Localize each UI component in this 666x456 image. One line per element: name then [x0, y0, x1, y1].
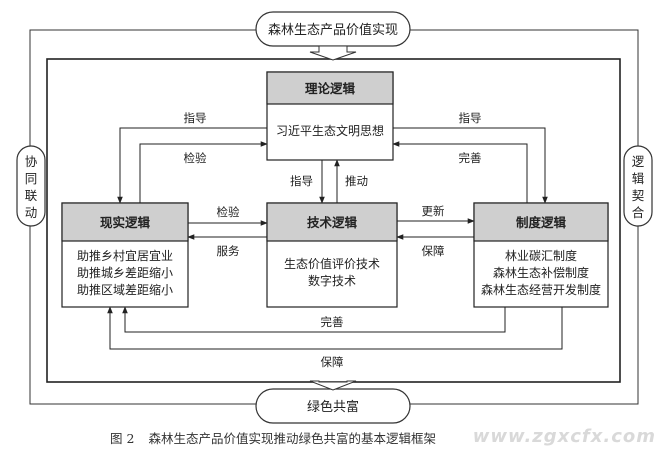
right-side-char-1: 逻 [632, 154, 645, 169]
edge-system-to-reality-bottom [122, 306, 506, 333]
tech-box-title: 技术逻辑 [307, 215, 358, 230]
figure-number: 图 2 [110, 431, 135, 446]
edge-theory-to-system [393, 127, 548, 204]
left-side-pill [16, 145, 46, 227]
right-side-char-4: 合 [632, 205, 645, 220]
reality-box-body-3: 助推区域差距缩小 [77, 282, 173, 297]
system-box-body-1: 林业碳汇制度 [505, 248, 577, 263]
edge-label-tech-to-system: 更新 [422, 204, 445, 218]
figure-caption: 图 2 森林生态产品价值实现推动绿色共富的基本逻辑框架 [0, 428, 560, 447]
theory-box-body-1: 习近平生态文明思想 [276, 123, 384, 138]
theory-box-title: 理论逻辑 [305, 81, 356, 96]
edge-system-to-reality-outer [107, 306, 563, 350]
edge-label-system-to-reality-outer: 保障 [321, 355, 344, 369]
bottom-pill-label: 绿色共富 [307, 399, 359, 415]
edge-label-theory-to-system: 指导 [459, 111, 482, 125]
edge-theory-to-reality [117, 127, 267, 204]
edge-label-system-to-tech: 保障 [422, 244, 445, 258]
tech-box: 技术逻辑 生态价值评价技术 数字技术 [266, 202, 398, 308]
bottom-hollow-arrow [309, 380, 357, 391]
reality-box-body-1: 助推乡村宜居宜业 [77, 248, 173, 263]
right-side-pill [623, 145, 653, 227]
reality-box-title: 现实逻辑 [100, 215, 151, 230]
tech-box-body-2: 数字技术 [308, 273, 356, 288]
system-box: 制度逻辑 林业碳汇制度 森林生态补偿制度 森林生态经营开发制度 [473, 202, 609, 308]
edge-label-reality-to-tech: 检验 [217, 205, 240, 219]
edge-label-reality-to-theory: 检验 [184, 151, 207, 165]
system-box-title: 制度逻辑 [516, 215, 567, 230]
right-side-char-2: 辑 [632, 171, 645, 186]
right-side-char-3: 契 [632, 188, 645, 203]
left-side-char-2: 同 [25, 171, 38, 186]
top-pill-label: 森林生态产品价值实现 [268, 22, 398, 38]
edge-label-tech-to-theory: 推动 [345, 174, 368, 188]
left-side-char-4: 动 [25, 205, 38, 220]
reality-box: 现实逻辑 助推乡村宜居宜业 助推城乡差距缩小 助推区域差距缩小 [61, 202, 189, 308]
figure-caption-text: 森林生态产品价值实现推动绿色共富的基本逻辑框架 [148, 431, 436, 446]
edge-label-theory-to-tech: 指导 [290, 174, 313, 188]
system-box-body-2: 森林生态补偿制度 [493, 265, 589, 280]
edge-label-tech-to-reality: 服务 [217, 244, 240, 258]
left-side-char-1: 协 [25, 154, 38, 169]
top-hollow-arrow [309, 45, 357, 61]
edge-label-system-to-theory: 完善 [459, 151, 482, 165]
edge-label-theory-to-reality: 指导 [184, 111, 207, 125]
edge-system-to-theory [392, 141, 528, 203]
edge-label-system-to-reality-bottom: 完善 [321, 315, 344, 329]
left-side-char-3: 联 [25, 188, 38, 203]
edge-reality-to-theory [139, 141, 268, 203]
tech-box-body-1: 生态价值评价技术 [284, 256, 380, 271]
watermark: www.zgxcfx.com [472, 426, 656, 447]
theory-box: 理论逻辑 习近平生态文明思想 [266, 71, 394, 161]
reality-box-body-2: 助推城乡差距缩小 [77, 265, 173, 280]
system-box-body-3: 森林生态经营开发制度 [481, 282, 601, 297]
